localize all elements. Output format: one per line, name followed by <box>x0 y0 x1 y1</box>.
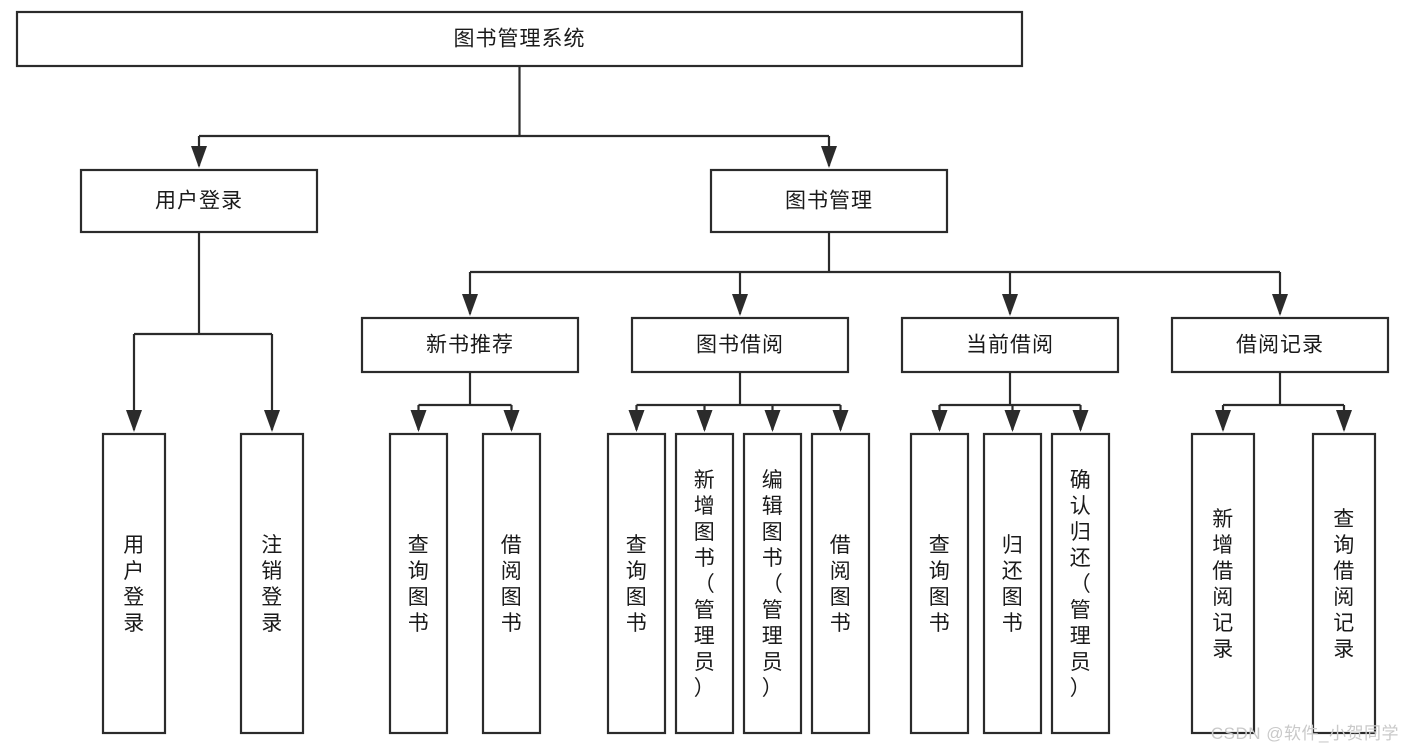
node-leaf-add-record-label: 新增借阅记录 <box>1212 508 1234 661</box>
node-book-manage-box <box>709 168 949 234</box>
node-borrow-record-label: 借阅记录 <box>1236 334 1324 357</box>
node-leaf-borrow-book-rec-box <box>481 432 542 735</box>
node-root-box <box>15 10 1024 68</box>
connector-lines-group <box>126 66 1352 432</box>
node-current-borrow-label: 当前借阅 <box>966 334 1054 357</box>
arrow-head-icon <box>191 146 207 168</box>
node-new-book-rec-box <box>360 316 580 374</box>
node-leaf-query-book-cur-box <box>909 432 970 735</box>
node-leaf-query-book-borrow[interactable]: 查询图书 <box>606 432 667 735</box>
arrow-head-icon <box>1336 410 1352 432</box>
node-user-login-box <box>79 168 319 234</box>
node-leaf-borrow-book-rec[interactable]: 借阅图书 <box>481 432 542 735</box>
node-leaf-user-login-box <box>101 432 167 735</box>
arrow-head-icon <box>832 410 849 432</box>
csdn-watermark: CSDN @软件_小贺同学 <box>1210 724 1399 743</box>
node-book-manage[interactable]: 图书管理 <box>709 168 949 234</box>
node-leaf-borrow-book-label: 借阅图书 <box>830 534 852 635</box>
node-leaf-borrow-book-rec-label: 借阅图书 <box>501 534 523 635</box>
node-leaf-query-book-rec-label: 查询图书 <box>408 534 430 635</box>
node-leaf-return-book[interactable]: 归还图书 <box>982 432 1043 735</box>
node-leaf-confirm-return[interactable]: 确认归还（管理员） <box>1050 432 1111 735</box>
node-book-borrow[interactable]: 图书借阅 <box>630 316 850 374</box>
arrow-head-icon <box>462 294 478 316</box>
arrow-head-icon <box>1215 410 1231 432</box>
node-leaf-borrow-book-box <box>810 432 871 735</box>
arrow-head-icon <box>1072 410 1089 432</box>
node-root-label: 图书管理系统 <box>454 28 586 51</box>
node-leaf-edit-book-label: 编辑图书（管理员） <box>762 469 784 700</box>
node-leaf-return-book-box <box>982 432 1043 735</box>
node-leaf-query-record-box <box>1311 432 1377 735</box>
node-leaf-borrow-book[interactable]: 借阅图书 <box>810 432 871 735</box>
node-leaf-user-login-label: 用户登录 <box>123 534 145 635</box>
node-leaf-confirm-return-label: 确认归还（管理员） <box>1070 469 1092 700</box>
node-borrow-record-box <box>1170 316 1390 374</box>
node-leaf-confirm-return-box <box>1050 432 1111 735</box>
arrow-head-icon <box>503 410 520 432</box>
arrow-head-icon <box>821 146 837 168</box>
node-leaf-user-logout-box <box>239 432 305 735</box>
node-leaf-user-login[interactable]: 用户登录 <box>101 432 167 735</box>
node-current-borrow-box <box>900 316 1120 374</box>
arrow-head-icon <box>732 294 748 316</box>
node-leaf-query-book-cur[interactable]: 查询图书 <box>909 432 970 735</box>
node-root[interactable]: 图书管理系统 <box>15 10 1024 68</box>
node-borrow-record[interactable]: 借阅记录 <box>1170 316 1390 374</box>
node-book-borrow-box <box>630 316 850 374</box>
arrow-head-icon <box>764 410 781 432</box>
arrow-head-icon <box>126 410 142 432</box>
node-leaf-add-book-box <box>674 432 735 735</box>
node-leaf-user-logout[interactable]: 注销登录 <box>239 432 305 735</box>
node-leaf-user-logout-label: 注销登录 <box>261 534 283 635</box>
node-leaf-add-record[interactable]: 新增借阅记录 <box>1190 432 1256 735</box>
arrow-head-icon <box>1272 294 1288 316</box>
node-leaf-query-book-rec[interactable]: 查询图书 <box>388 432 449 735</box>
node-new-book-rec-label: 新书推荐 <box>426 334 514 357</box>
node-book-manage-label: 图书管理 <box>785 190 873 213</box>
arrow-head-icon <box>628 410 645 432</box>
node-leaf-edit-book[interactable]: 编辑图书（管理员） <box>742 432 803 735</box>
node-leaf-query-book-borrow-label: 查询图书 <box>626 534 648 635</box>
node-leaf-query-record-label: 查询借阅记录 <box>1333 508 1355 661</box>
node-leaf-query-book-rec-box <box>388 432 449 735</box>
node-leaf-edit-book-box <box>742 432 803 735</box>
node-current-borrow[interactable]: 当前借阅 <box>900 316 1120 374</box>
node-book-borrow-label: 图书借阅 <box>696 334 784 357</box>
arrow-head-icon <box>696 410 713 432</box>
node-leaf-query-book-cur-label: 查询图书 <box>929 534 951 635</box>
arrow-head-icon <box>1004 410 1021 432</box>
node-new-book-rec[interactable]: 新书推荐 <box>360 316 580 374</box>
node-leaf-return-book-label: 归还图书 <box>1002 534 1024 635</box>
node-leaf-add-book[interactable]: 新增图书（管理员） <box>674 432 735 735</box>
node-leaf-add-record-box <box>1190 432 1256 735</box>
node-leaf-add-book-label: 新增图书（管理员） <box>694 469 716 700</box>
arrow-head-icon <box>410 410 427 432</box>
node-leaf-query-record[interactable]: 查询借阅记录 <box>1311 432 1377 735</box>
node-leaf-query-book-borrow-box <box>606 432 667 735</box>
node-user-login[interactable]: 用户登录 <box>79 168 319 234</box>
node-boxes-group: 图书管理系统用户登录图书管理新书推荐图书借阅当前借阅借阅记录用户登录注销登录查询… <box>15 10 1390 735</box>
arrow-head-icon <box>264 410 280 432</box>
arrow-head-icon <box>931 410 948 432</box>
node-user-login-label: 用户登录 <box>155 190 243 213</box>
arrow-head-icon <box>1002 294 1018 316</box>
